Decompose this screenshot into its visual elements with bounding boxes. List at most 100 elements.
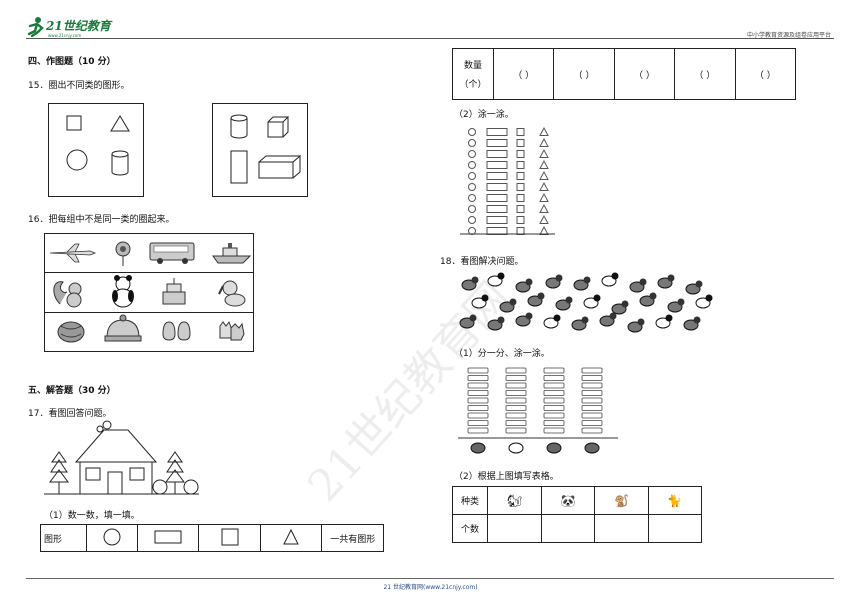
count-unit-label: （个） (459, 80, 487, 90)
q15-shape-box-2 (212, 103, 308, 197)
squirrel-icon (515, 312, 533, 327)
panda-header-icon: 🐼 (541, 486, 596, 515)
monkey-icon (683, 316, 701, 331)
circle-cell (468, 227, 476, 235)
square-cell (516, 172, 525, 180)
triangle-cell (539, 203, 549, 213)
q17-text: 17．看图回答问题。 (28, 409, 112, 419)
panda-icon (112, 275, 134, 308)
rectangle-cell (486, 150, 508, 158)
square-cell (516, 205, 525, 213)
footer-rule (26, 578, 834, 579)
q18-text: 18．看图解决问题。 (440, 257, 524, 267)
dog-icon (218, 280, 246, 307)
circle-cell (468, 128, 476, 136)
circle-cell (468, 216, 476, 224)
triangle-cell (539, 159, 549, 169)
logo: 21世纪教育 www.21cnjy.com (26, 14, 136, 40)
circle-cell (468, 150, 476, 158)
monkey-icon (571, 316, 589, 331)
cat-header-icon: 🐈 (647, 486, 703, 515)
square-cell (516, 194, 525, 202)
triangle-cell (539, 192, 549, 202)
shoes-icon (162, 321, 191, 341)
monkey-icon (546, 442, 562, 454)
rectangle-cell (486, 139, 508, 147)
monkey-icon (499, 298, 517, 313)
coloring-cell (505, 427, 527, 434)
panda-icon (543, 314, 561, 329)
animal-count-table: 种类 🐿 🐼 🐒 🐈 个数 (452, 486, 703, 543)
rectangle-cell (486, 172, 508, 180)
squirrel-icon (573, 276, 591, 291)
coloring-cell (467, 382, 489, 389)
cat-icon (545, 274, 563, 289)
platform-name: 中小学教育资源及组卷应用平台 (746, 32, 831, 39)
squirrel-icon (685, 280, 703, 295)
coloring-cell (581, 367, 603, 374)
circle-cell (468, 194, 476, 202)
q16-picture-grid (44, 233, 254, 352)
answer-cell[interactable] (594, 514, 649, 543)
logo-text: 21世纪教育 (46, 19, 111, 33)
coloring-cell (505, 420, 527, 426)
coloring-cell (505, 375, 527, 381)
triangle-shape-icon (283, 528, 299, 544)
coloring-cell (581, 390, 603, 396)
answer-blank[interactable]: （ ） (553, 48, 615, 100)
triangle-cell (539, 214, 549, 224)
cat-icon (639, 292, 657, 307)
coloring-cell (467, 420, 489, 426)
count-label: 数量 (463, 61, 482, 71)
coloring-cell (581, 382, 603, 389)
rectangle-cell (486, 194, 508, 202)
monkey-icon (515, 278, 533, 293)
rectangle-cell (486, 161, 508, 169)
coloring-cell (467, 390, 489, 396)
coloring-cell (467, 427, 489, 434)
animal-coloring-chart (458, 367, 618, 454)
rectangle-cell (486, 183, 508, 191)
answer-cell[interactable] (541, 514, 596, 543)
knit-hat-icon (104, 314, 142, 342)
ship-icon (212, 243, 252, 264)
circle-cell (468, 172, 476, 180)
cat-icon (584, 442, 600, 454)
coloring-cell (505, 397, 527, 404)
coloring-cell (581, 397, 603, 404)
square-cell (516, 183, 525, 191)
squirrel-icon (461, 276, 479, 291)
cat-icon (487, 316, 505, 331)
panda-icon (508, 442, 524, 454)
answer-blank[interactable]: （ ） (734, 48, 797, 100)
q15-text: 15．圈出不同类的图形。 (28, 81, 130, 91)
triangle-cell (539, 126, 549, 136)
section4-title: 四、作图题（10 分） (28, 57, 116, 67)
answer-blank[interactable]: （ ） (613, 48, 676, 100)
squirrel-header-icon: 🐿 (486, 486, 543, 515)
answer-cell[interactable] (647, 514, 703, 543)
answer-blank[interactable]: （ ） (492, 48, 555, 100)
logo-url: www.21cnjy.com (48, 33, 82, 38)
coloring-cell (581, 375, 603, 381)
coloring-cell (543, 420, 565, 426)
q17-sub2: （2）涂一涂。 (454, 110, 514, 120)
circle-cell (468, 139, 476, 147)
shape-label: 图形 (40, 524, 87, 552)
count-label-cell: 数量 （个） (452, 48, 494, 100)
monkey-header-icon: 🐒 (594, 486, 649, 515)
answer-cell[interactable] (486, 514, 543, 543)
square-cell (516, 161, 525, 169)
squirrel-icon (555, 296, 573, 311)
triangle-cell (539, 137, 549, 147)
coloring-cell (543, 427, 565, 434)
circle-cell (468, 161, 476, 169)
coloring-cell (543, 367, 565, 374)
coloring-cell (467, 397, 489, 404)
coloring-cell (467, 412, 489, 419)
bus-icon (149, 242, 195, 264)
cat-icon (599, 312, 617, 327)
answer-blank[interactable]: （ ） (674, 48, 736, 100)
sunflower-icon (115, 241, 131, 266)
circle-shape-icon (103, 528, 121, 545)
